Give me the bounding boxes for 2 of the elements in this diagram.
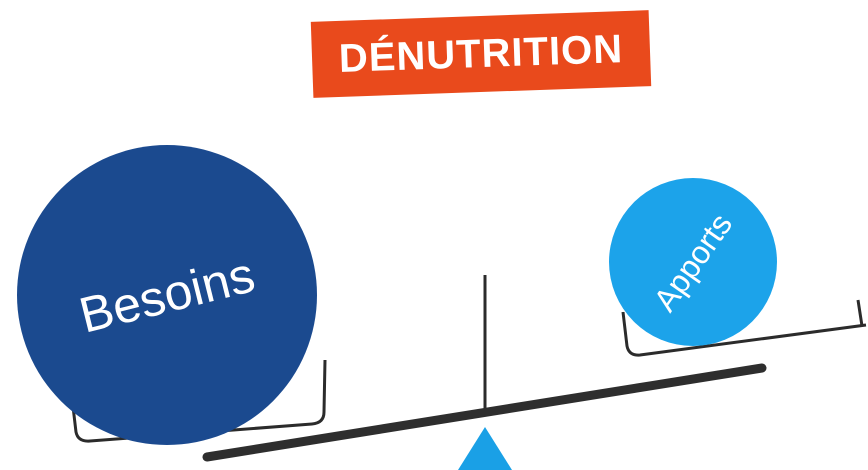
weight-label: Besoins xyxy=(74,245,260,345)
title-banner: DÉNUTRITION xyxy=(310,10,652,98)
